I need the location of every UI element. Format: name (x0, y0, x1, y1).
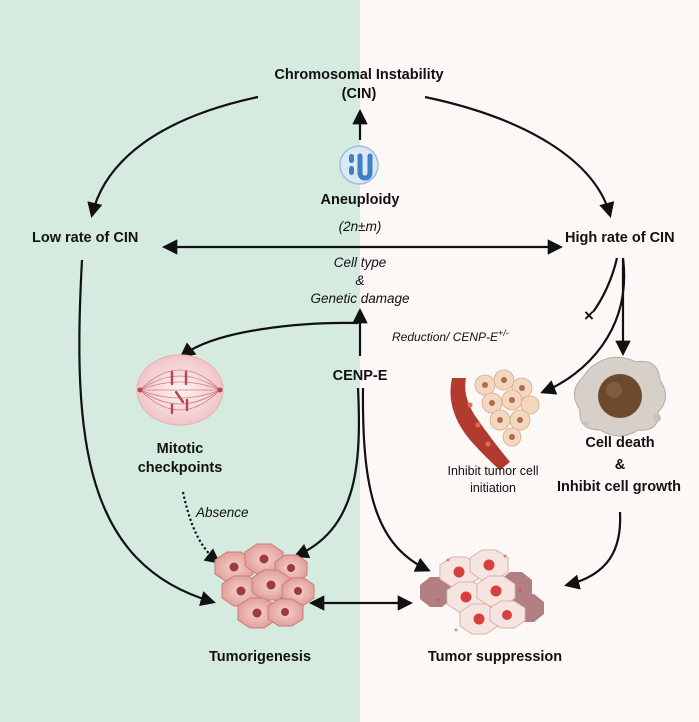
genetic-damage-label: Genetic damage (310, 291, 410, 306)
arrow-high-branch-blocked (592, 257, 619, 313)
aneuploidy-label: Aneuploidy (320, 192, 400, 208)
cell-death-label: Cell death (585, 435, 655, 451)
mitotic-label-line2: checkpoints (137, 460, 223, 476)
reduction-label: Reduction/ CENP-E+/- (392, 328, 509, 344)
arrow-growth-to-suppression (564, 511, 622, 590)
cell-death-ampersand: & (614, 457, 626, 473)
arrow-cenpe-to-mitotic (179, 321, 359, 358)
ampersand-label: & (355, 273, 365, 288)
cenpe-label: CENP-E (332, 368, 388, 384)
reduction-text: Reduction/ CENP-E (392, 330, 499, 344)
cell-type-label: Cell type (333, 255, 387, 270)
chromosome-cell-icon (339, 145, 379, 185)
arrow-cenpe-to-tumorigenesis (293, 387, 361, 559)
tumorigenesis-cluster-icon (214, 543, 315, 629)
arrow-cin-to-high (424, 95, 615, 218)
cin-title-line2: (CIN) (341, 86, 377, 102)
mitotic-label-line1: Mitotic (156, 441, 204, 457)
arrow-cenpe-to-suppression (361, 387, 431, 572)
cin-title-line1: Chromosomal Instability (274, 67, 444, 83)
mitotic-spindle-icon (136, 354, 224, 426)
arrow-low-to-tumorigenesis (78, 259, 216, 606)
arrow-absence-dotted (181, 491, 221, 564)
dead-cell-icon (574, 356, 666, 437)
inhibit-initiation-line2: initiation (470, 481, 516, 495)
high-rate-cin-label: High rate of CIN (565, 230, 675, 246)
aneuploidy-formula: (2n±m) (338, 219, 382, 234)
tumorigenesis-label: Tumorigenesis (208, 649, 312, 665)
arrow-cin-to-low (87, 95, 259, 218)
tumor-vessel-icon (450, 369, 540, 470)
tumor-suppression-label: Tumor suppression (427, 649, 563, 665)
arrow-high-to-inhibit-initiation (540, 257, 626, 395)
reduction-superscript: +/- (498, 328, 509, 338)
inhibit-initiation-line1: Inhibit tumor cell (447, 464, 539, 478)
blocked-cross-mark: × (584, 306, 594, 325)
low-rate-cin-label: Low rate of CIN (32, 230, 139, 246)
inhibit-cell-growth-label: Inhibit cell growth (556, 479, 682, 495)
tumor-suppression-cluster-icon (420, 549, 544, 635)
absence-label: Absence (196, 505, 249, 520)
